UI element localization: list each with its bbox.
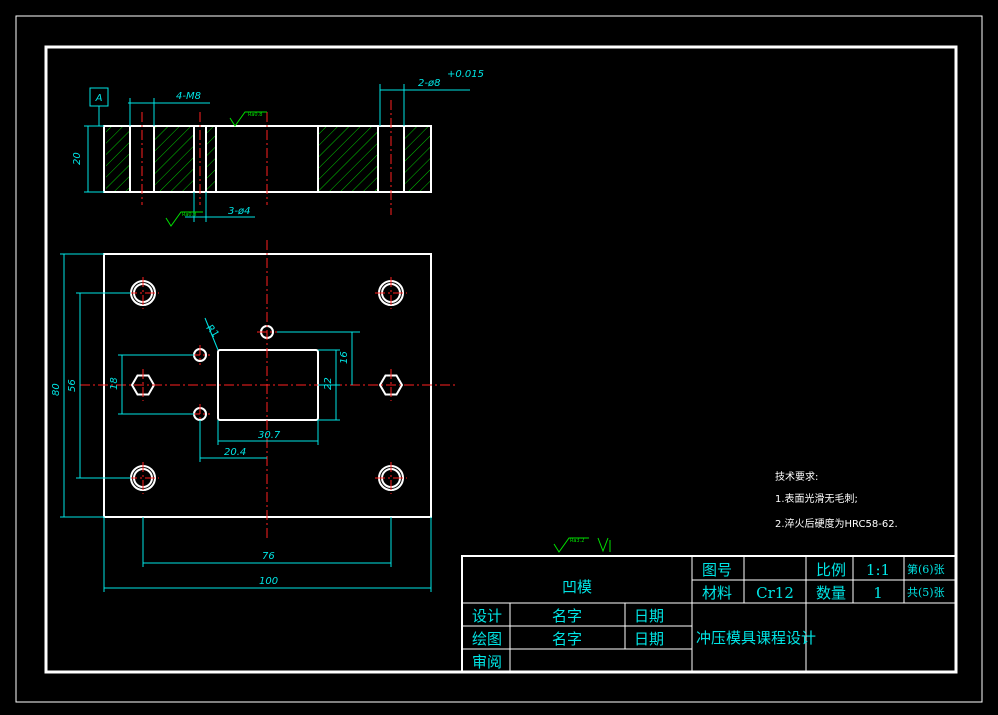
dim-22: 22 bbox=[323, 377, 334, 390]
tech-req-item1: 1.表面光滑无毛刺; bbox=[775, 492, 858, 505]
roughness-label: Ra0.8 bbox=[182, 212, 196, 218]
material-value: Cr12 bbox=[756, 584, 794, 602]
drawing-no-label: 图号 bbox=[702, 561, 732, 579]
designer-name: 名字 bbox=[552, 607, 582, 625]
pin-hole-tolerance: +0.015 bbox=[447, 69, 484, 80]
dim-100: 100 bbox=[259, 576, 278, 587]
quantity-label: 数量 bbox=[816, 584, 846, 602]
general-roughness bbox=[553, 537, 611, 553]
course-title: 冲压模具课程设计 bbox=[696, 629, 816, 647]
hatch-region bbox=[206, 127, 216, 191]
scale-label: 比例 bbox=[816, 561, 846, 579]
hatch-region bbox=[154, 127, 194, 191]
part-name: 凹模 bbox=[562, 578, 592, 596]
total-label: 共(5)张 bbox=[907, 586, 945, 599]
hatch-region bbox=[404, 127, 430, 191]
dim-76: 76 bbox=[262, 551, 275, 562]
tech-req-item2: 2.淬火后硬度为HRC58-62. bbox=[775, 517, 898, 530]
radius-label: R1 bbox=[204, 323, 221, 340]
thread-label: 4-M8 bbox=[176, 91, 201, 102]
dim-20-4: 20.4 bbox=[224, 447, 246, 458]
review-label: 审阅 bbox=[472, 653, 502, 671]
title-block bbox=[461, 555, 957, 673]
datum-label: A bbox=[95, 93, 103, 104]
plan-view: 80 56 18 22 16 R1 30.7 20.4 76 100 bbox=[51, 240, 455, 592]
drafter-name: 名字 bbox=[552, 630, 582, 648]
scale-value: 1:1 bbox=[866, 561, 890, 579]
dim-18: 18 bbox=[109, 377, 120, 390]
roughness-label: Ra0.8 bbox=[248, 112, 262, 118]
design-label: 设计 bbox=[472, 607, 502, 625]
draw-label: 绘图 bbox=[472, 630, 502, 648]
tech-req-title: 技术要求: bbox=[775, 470, 818, 483]
dim-80: 80 bbox=[51, 383, 62, 396]
quantity-value: 1 bbox=[873, 584, 883, 602]
small-hole-label: 3-ø4 bbox=[228, 206, 250, 217]
general-roughness-label: Ra3.2 bbox=[570, 538, 584, 544]
section-view: A 4-M8 2-ø8 +0.015 3-ø4 20 Ra0.8 Ra0.8 bbox=[72, 69, 484, 227]
height-dim: 20 bbox=[72, 152, 83, 165]
date-label-1: 日期 bbox=[634, 607, 664, 625]
material-label: 材料 bbox=[702, 584, 732, 602]
pin-hole-label: 2-ø8 bbox=[418, 78, 440, 89]
date-label-2: 日期 bbox=[634, 630, 664, 648]
dim-16: 16 bbox=[339, 351, 350, 364]
dim-30-7: 30.7 bbox=[258, 430, 281, 441]
hatch-region bbox=[318, 127, 378, 191]
dim-56: 56 bbox=[67, 379, 78, 392]
hatch-region bbox=[106, 127, 130, 191]
outer-border bbox=[15, 15, 983, 703]
sheet-label: 第(6)张 bbox=[907, 562, 945, 576]
